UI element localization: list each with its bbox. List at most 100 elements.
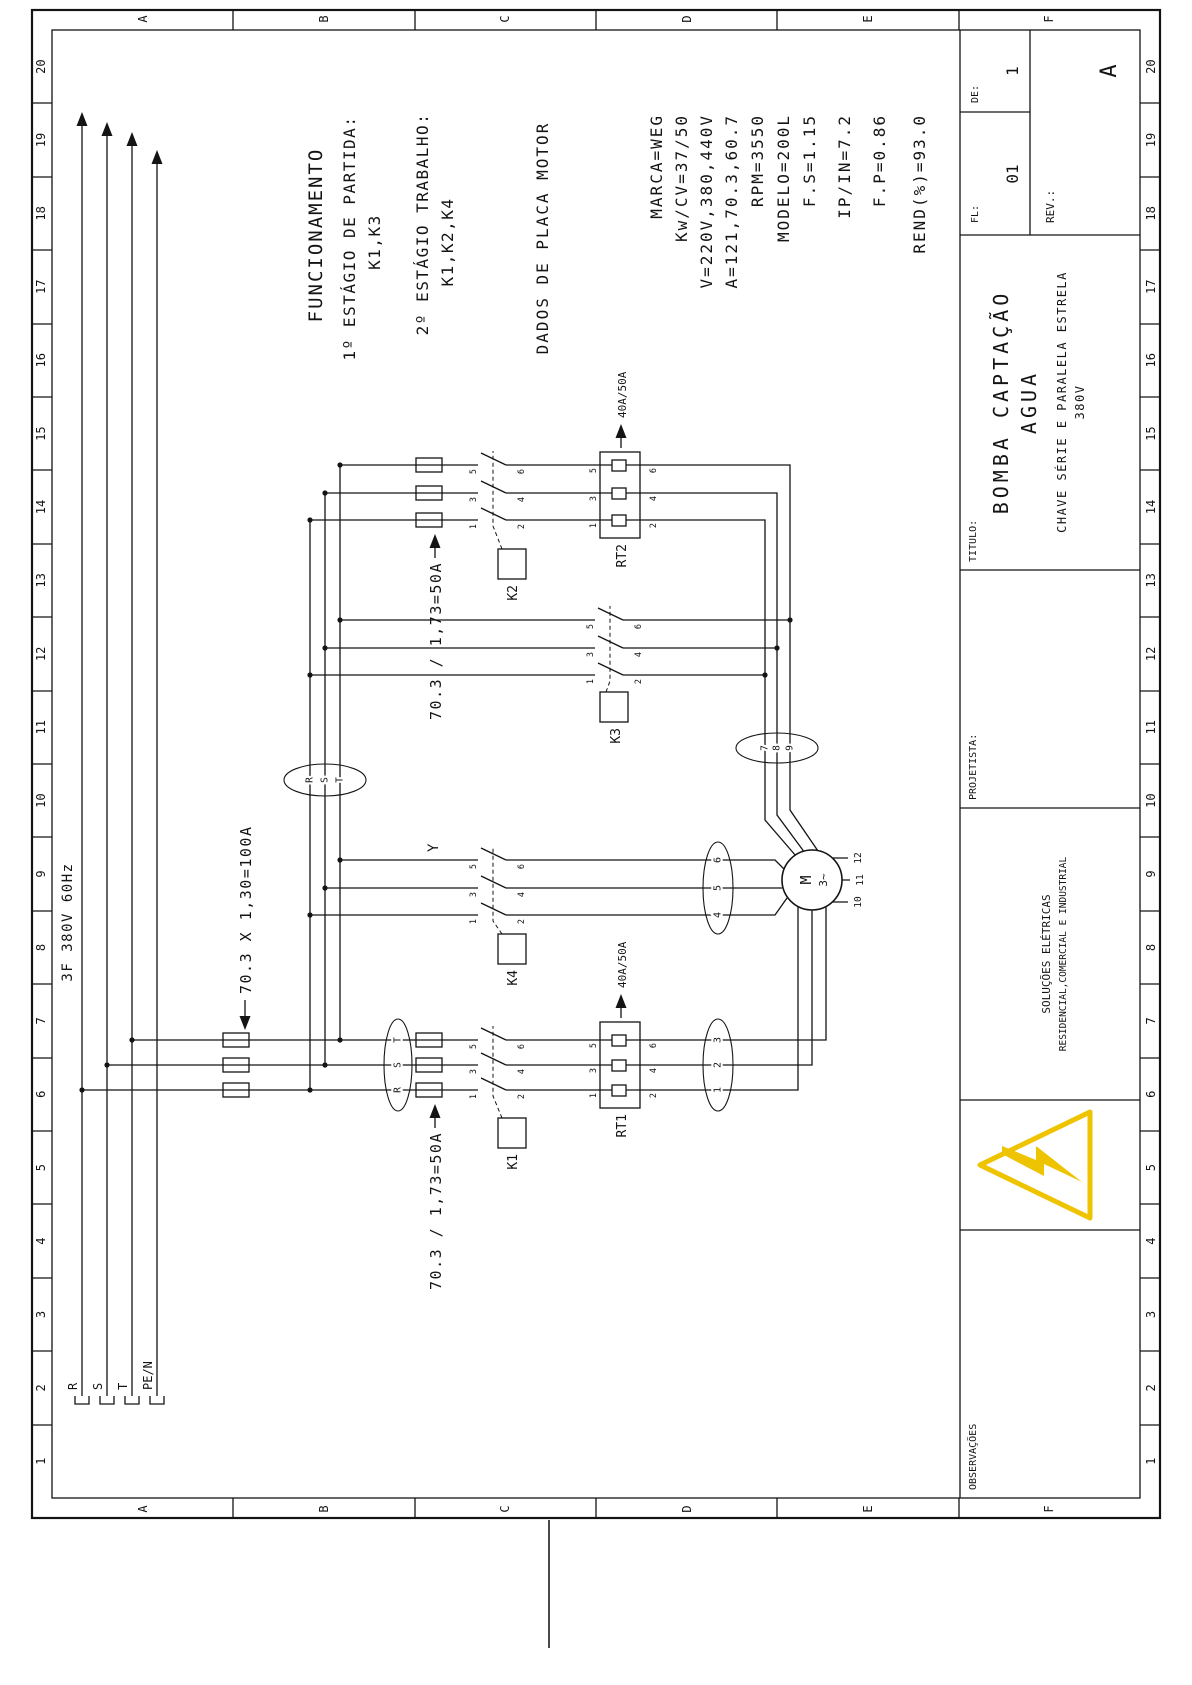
rst-k1-s: S	[393, 1062, 404, 1068]
grid-number: 3	[34, 1310, 48, 1319]
arrow-phase-r	[76, 112, 88, 126]
terminal-7: 7	[760, 745, 771, 751]
plate-line-3: A=121,70.3,60.7	[722, 114, 741, 289]
k3-label: K3	[609, 728, 624, 744]
grid-number: 1	[1144, 1457, 1158, 1465]
terminal-2: 2	[713, 1062, 724, 1068]
grid-number: 15	[34, 426, 48, 441]
plate-line-6: F.S=1.15	[800, 114, 819, 207]
rst-marker-distribution: R S T	[283, 763, 367, 797]
k2-coil	[497, 548, 527, 580]
grid-number: 13	[34, 573, 48, 588]
grid-ticks-right	[232, 10, 960, 30]
projetista-label: PROJETISTA:	[968, 734, 979, 800]
k3-pole-3: 3	[586, 652, 596, 657]
rt2-num-5: 5	[589, 468, 599, 473]
rt2-label: RT2	[615, 544, 630, 567]
k3-coil	[599, 691, 629, 723]
lightning-bolt-icon	[1002, 1146, 1082, 1182]
k4-coil	[497, 933, 527, 965]
title-block: OBSERVAÇÕES SOLUÇÕES ELÉTRICAS RESIDENCI…	[959, 30, 1140, 1498]
terminal-11: 11	[855, 874, 866, 886]
k3-pole-4: 4	[634, 652, 644, 657]
phase-label-pen: PE/N	[141, 1361, 155, 1390]
grid-number: 20	[34, 59, 48, 74]
grid-number: 18	[1144, 206, 1158, 221]
contactor-k2: K2 1 3 5 2 4 6	[469, 469, 527, 601]
grid-letter: A	[135, 15, 150, 23]
grid-number: 5	[34, 1164, 48, 1172]
rt1-num-3: 3	[589, 1068, 599, 1073]
grid-number: 2	[34, 1384, 48, 1392]
rst-k1-t: T	[393, 1037, 404, 1043]
company-line1: SOLUÇÕES ELÉTRICAS	[1040, 894, 1053, 1013]
k1-coil	[497, 1117, 527, 1149]
phase-label-r: R	[66, 1382, 80, 1390]
grid-number: 16	[34, 352, 48, 368]
rt2-setting-label: 40A/50A	[616, 371, 629, 418]
grid-number: 13	[1144, 573, 1158, 588]
k1-pole-1: 1	[469, 1094, 479, 1099]
contactor-k4: K4 Y 1 3 5 2 4 6	[426, 843, 527, 986]
k4-label: K4	[506, 970, 521, 986]
grid-number: 20	[1144, 59, 1158, 74]
k2-pole-5: 5	[469, 469, 479, 474]
schematic-sheet: R S T PE/N 3F 380V 60Hz	[30, 8, 1162, 1520]
grid-number: 15	[1144, 426, 1158, 441]
grid-number: 19	[34, 132, 48, 148]
sheet-title-line1: BOMBA CAPTAÇÃO	[989, 290, 1013, 515]
grid-number: 9	[1144, 870, 1158, 878]
grid-number: 4	[34, 1237, 48, 1245]
k4-pole-5: 5	[469, 864, 479, 869]
fl-label: FL:	[970, 205, 981, 223]
grid-number: 5	[1144, 1164, 1158, 1172]
arrow-k1-fuse-calc	[429, 1104, 441, 1118]
rst-k1-r: R	[393, 1087, 404, 1093]
grid-number: 19	[1144, 132, 1158, 148]
k1-label: K1	[506, 1154, 521, 1170]
grid-letter: F	[1042, 15, 1057, 23]
k4-pole-3: 3	[469, 892, 479, 897]
grid-number: 2	[1144, 1384, 1158, 1392]
coil-linkages	[492, 451, 611, 1119]
schematic-svg: R S T PE/N 3F 380V 60Hz	[30, 8, 1162, 1520]
k1-branch-fuses: 70.3 / 1,73=50A	[415, 1032, 445, 1290]
note-stage2-value: K1,K2,K4	[438, 197, 457, 286]
fl-value: 01	[1003, 164, 1022, 183]
supply-buses: R S T PE/N 3F 380V 60Hz	[60, 112, 165, 1405]
k1-fuse-calc-label: 70.3 / 1,73=50A	[427, 1132, 445, 1290]
phase-label-s: S	[91, 1383, 105, 1390]
k3-pole-2: 2	[634, 679, 644, 684]
rst-marker-k1-branch: R S T	[383, 1018, 413, 1112]
rst-dist-t: T	[335, 777, 346, 783]
sheet-title-line2: AGUA	[1017, 370, 1041, 434]
grid-letter: C	[498, 1505, 513, 1513]
contactor-k3: K3 1 3 5 2 4 6	[586, 624, 644, 744]
fold-mark	[548, 1520, 550, 1648]
junction-dots	[79, 462, 793, 1093]
terminal-9: 9	[785, 745, 796, 751]
grid-number: 8	[34, 943, 48, 952]
k2-fuse-calc-label: 70.3 / 1,73=50A	[427, 562, 445, 720]
grid-number: 18	[34, 206, 48, 221]
plate-line-1: Kw/CV=37/50	[672, 114, 691, 242]
grid-number: 8	[1144, 943, 1158, 952]
grid-number: 12	[1144, 646, 1158, 662]
grid-number: 14	[34, 499, 48, 515]
grid-number: 17	[34, 279, 48, 295]
rt2-num-4: 4	[649, 496, 659, 501]
arrow-phase-s	[101, 122, 113, 136]
grid-number: 10	[1144, 793, 1158, 808]
terminal-ellipse-789: 7 8 9	[735, 732, 819, 764]
grid-number: 11	[1144, 720, 1158, 735]
de-value: 1	[1003, 66, 1022, 76]
rt1-num-5: 5	[589, 1043, 599, 1048]
grid-letter: E	[860, 15, 875, 23]
star-label: Y	[426, 843, 442, 852]
plate-line-5: MODELO=200L	[774, 114, 793, 242]
note-funcionamento-title: FUNCIONAMENTO	[305, 148, 327, 323]
grid-number: 6	[34, 1090, 48, 1098]
grid-number: 6	[1144, 1090, 1158, 1098]
grid-number: 3	[1144, 1310, 1158, 1319]
